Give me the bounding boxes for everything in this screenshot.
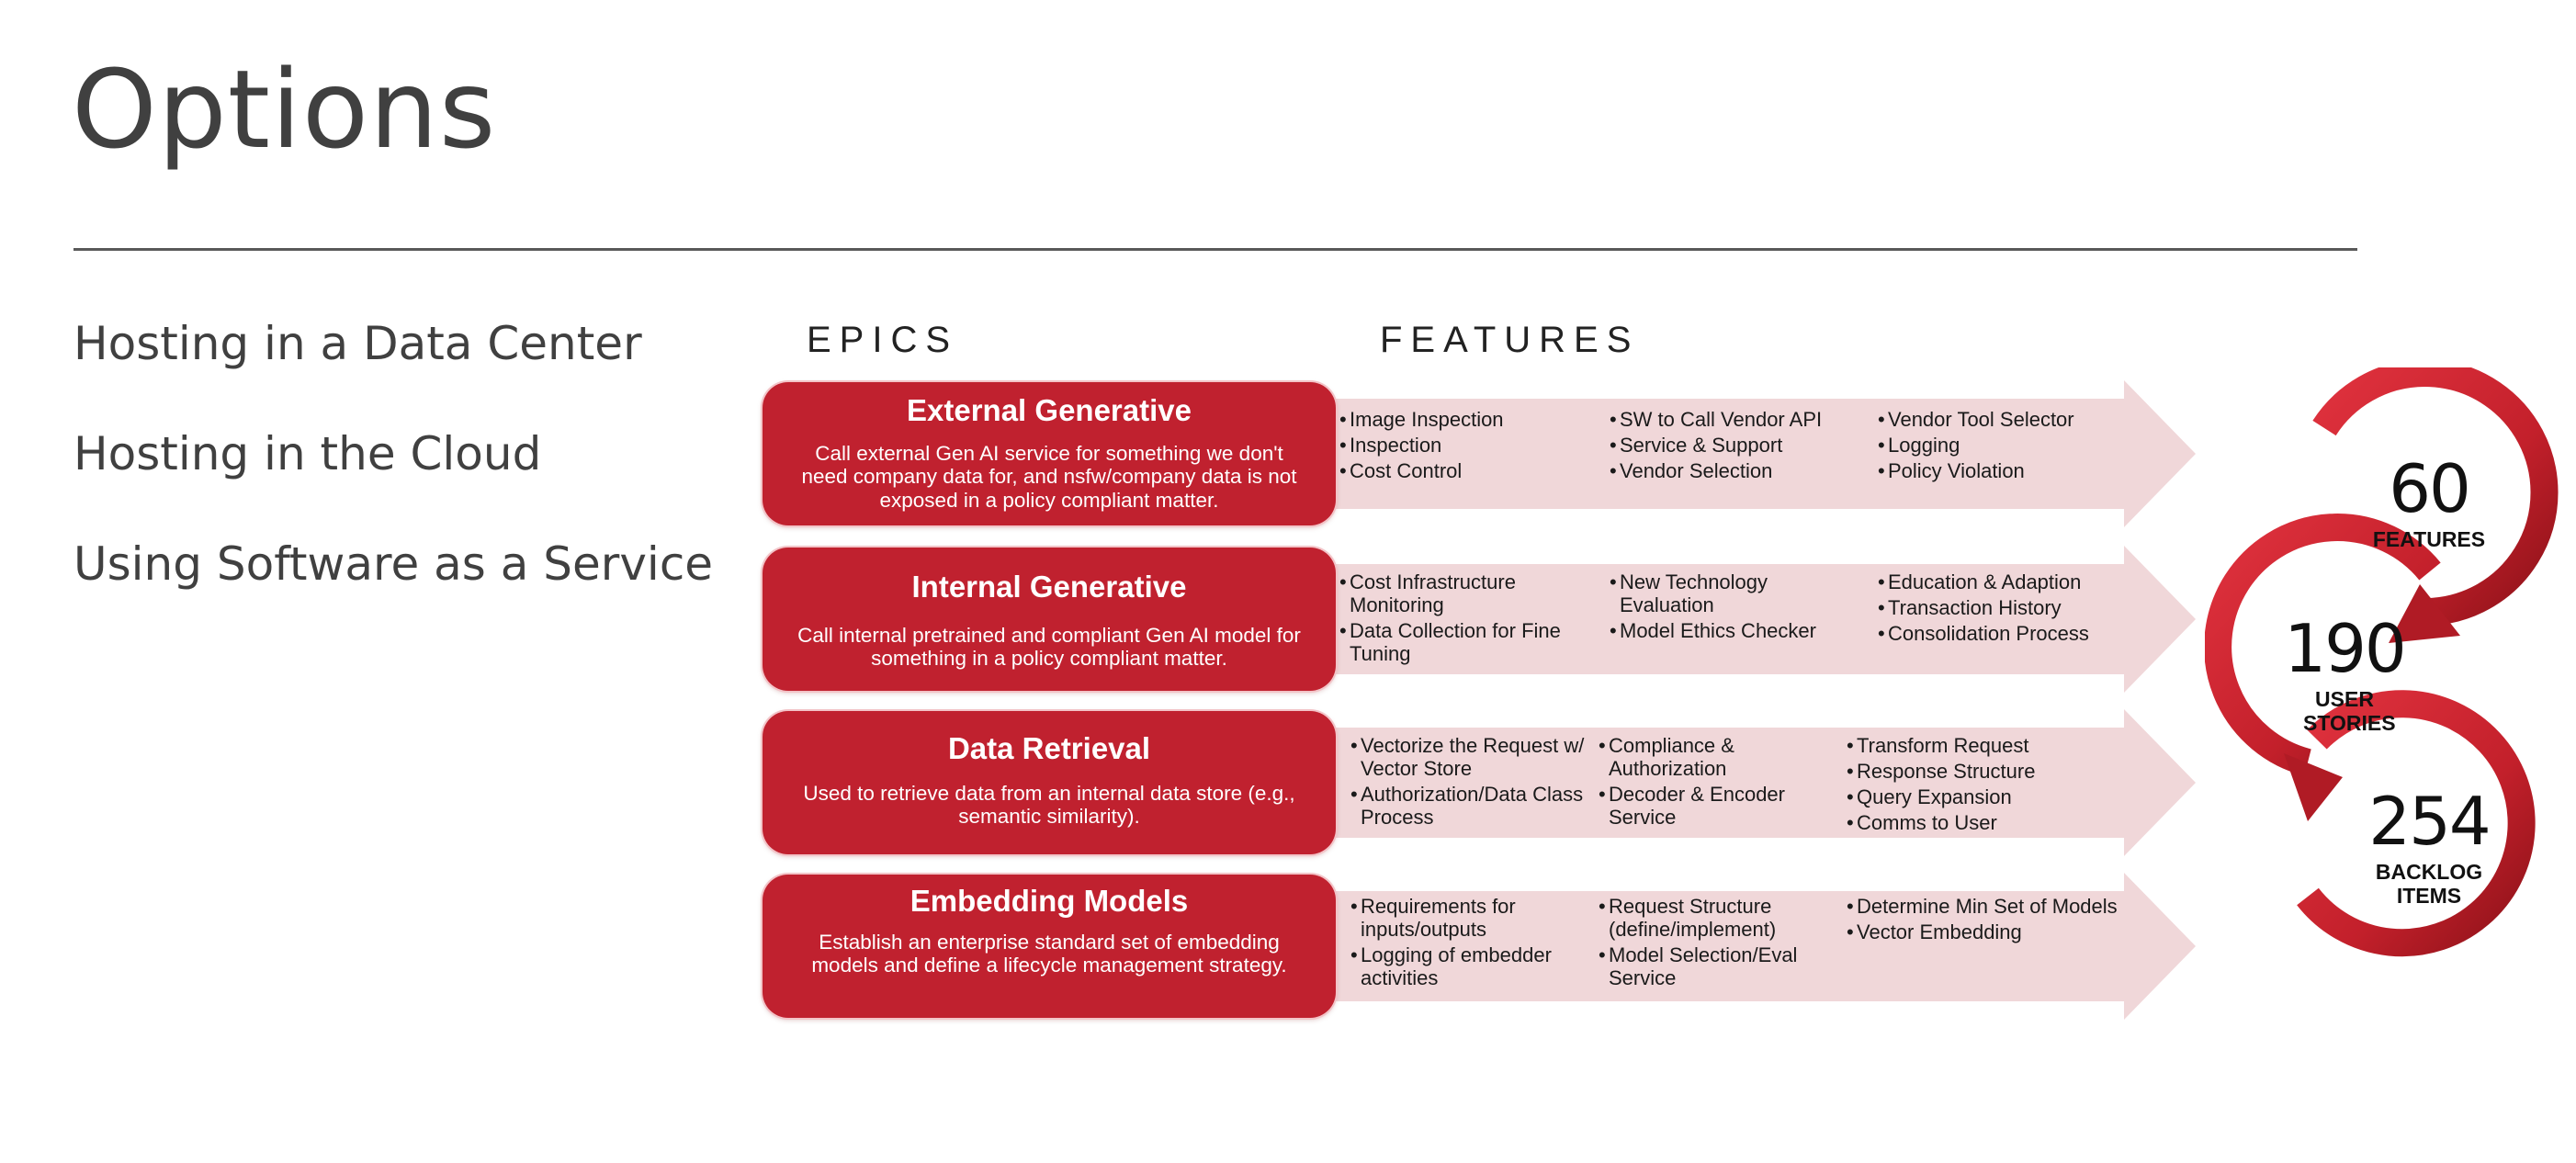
feature-column: Compliance & Authorization Decoder & Enc… bbox=[1599, 734, 1837, 831]
feature-item: Decoder & Encoder Service bbox=[1599, 783, 1837, 829]
options-list: Hosting in a Data Center Hosting in the … bbox=[73, 311, 713, 641]
feature-item: Service & Support bbox=[1610, 434, 1867, 457]
feature-item: Determine Min Set of Models bbox=[1847, 895, 2122, 918]
option-item-data-center: Hosting in a Data Center bbox=[73, 317, 642, 370]
epic-row-internal-generative: Internal Generative Call internal pretra… bbox=[763, 540, 2196, 698]
feature-item: Data Collection for Fine Tuning bbox=[1339, 619, 1587, 665]
title-divider bbox=[73, 248, 2357, 251]
feature-column: Image Inspection Inspection Cost Control bbox=[1339, 408, 1597, 485]
feature-column: SW to Call Vendor API Service & Support … bbox=[1610, 408, 1867, 485]
stat-value: 60 bbox=[2389, 450, 2471, 527]
feature-item: Education & Adaption bbox=[1878, 570, 2126, 593]
epic-description: Call internal pretrained and compliant G… bbox=[797, 623, 1301, 671]
epic-row-external-generative: External Generative Call external Gen AI… bbox=[763, 375, 2196, 533]
feature-column: Education & Adaption Transaction History… bbox=[1878, 570, 2126, 648]
option-item-cloud: Hosting in the Cloud bbox=[73, 427, 542, 480]
feature-item: Vector Embedding bbox=[1847, 920, 2122, 943]
feature-column: Determine Min Set of Models Vector Embed… bbox=[1847, 895, 2122, 946]
epic-title: Data Retrieval bbox=[947, 731, 1151, 765]
feature-item: Response Structure bbox=[1847, 760, 2122, 783]
feature-column: Request Structure (define/implement) Mod… bbox=[1599, 895, 1837, 992]
epic-description: Establish an enterprise standard set of … bbox=[811, 930, 1287, 977]
feature-column: Vendor Tool Selector Logging Policy Viol… bbox=[1878, 408, 2126, 485]
stat-backlog-items: 254 BACKLOG ITEMS bbox=[2337, 788, 2521, 909]
epic-row-data-retrieval: Data Retrieval Used to retrieve data fro… bbox=[763, 704, 2196, 862]
feature-column: Requirements for inputs/outputs Logging … bbox=[1350, 895, 1591, 992]
feature-item: Request Structure (define/implement) bbox=[1599, 895, 1837, 941]
epic-box: Embedding Models Establish an enterprise… bbox=[763, 875, 1336, 1018]
feature-item: Vectorize the Request w/ Vector Store bbox=[1350, 734, 1591, 780]
feature-column: Vectorize the Request w/ Vector Store Au… bbox=[1350, 734, 1591, 831]
feature-item: Policy Violation bbox=[1878, 459, 2126, 482]
stat-features: 60 FEATURES bbox=[2337, 456, 2521, 551]
feature-item: Transform Request bbox=[1847, 734, 2122, 757]
stat-value: 190 bbox=[2284, 610, 2406, 687]
epic-title: External Generative bbox=[907, 393, 1192, 427]
epic-box: Data Retrieval Used to retrieve data fro… bbox=[763, 711, 1336, 854]
feature-item: New Technology Evaluation bbox=[1610, 570, 1848, 616]
feature-item: Model Ethics Checker bbox=[1610, 619, 1848, 642]
feature-item: Vendor Selection bbox=[1610, 459, 1867, 482]
epic-description: Used to retrieve data from an internal d… bbox=[803, 781, 1295, 829]
option-item-saas: Using Software as a Service bbox=[73, 537, 714, 591]
feature-item: Query Expansion bbox=[1847, 785, 2122, 808]
stat-label: FEATURES bbox=[2372, 527, 2486, 551]
feature-item: SW to Call Vendor API bbox=[1610, 408, 1867, 431]
feature-item: Image Inspection bbox=[1339, 408, 1597, 431]
stat-user-stories: 190 USER STORIES bbox=[2253, 615, 2436, 736]
epics-header: EPICS bbox=[807, 320, 959, 360]
feature-item: Comms to User bbox=[1847, 811, 2122, 834]
feature-item: Model Selection/Eval Service bbox=[1599, 943, 1837, 989]
stat-value: 254 bbox=[2368, 783, 2491, 860]
epic-box: Internal Generative Call internal pretra… bbox=[763, 548, 1336, 691]
feature-item: Inspection bbox=[1339, 434, 1597, 457]
stat-label: BACKLOG ITEMS bbox=[2375, 860, 2483, 909]
feature-item: Compliance & Authorization bbox=[1599, 734, 1837, 780]
feature-item: Consolidation Process bbox=[1878, 622, 2126, 645]
stat-label: USER STORIES bbox=[2303, 687, 2396, 736]
feature-item: Cost Control bbox=[1339, 459, 1597, 482]
feature-item: Logging bbox=[1878, 434, 2126, 457]
feature-item: Transaction History bbox=[1878, 596, 2126, 619]
epic-title: Embedding Models bbox=[910, 884, 1189, 918]
feature-column: New Technology Evaluation Model Ethics C… bbox=[1610, 570, 1848, 645]
epic-title: Internal Generative bbox=[911, 570, 1187, 604]
epic-description: Call external Gen AI service for somethi… bbox=[801, 441, 1297, 512]
feature-column: Cost Infrastructure Monitoring Data Coll… bbox=[1339, 570, 1587, 668]
stats-rings bbox=[2205, 367, 2559, 957]
feature-item: Vendor Tool Selector bbox=[1878, 408, 2126, 431]
slide-title: Options bbox=[72, 46, 497, 173]
feature-item: Authorization/Data Class Process bbox=[1350, 783, 1591, 829]
stats-cycle-graphic: 60 FEATURES 190 USER STORIES 254 BACKLOG… bbox=[2205, 367, 2576, 992]
epic-box: External Generative Call external Gen AI… bbox=[763, 382, 1336, 525]
feature-item: Logging of embedder activities bbox=[1350, 943, 1591, 989]
features-header: FEATURES bbox=[1380, 320, 1640, 360]
feature-item: Cost Infrastructure Monitoring bbox=[1339, 570, 1587, 616]
feature-column: Transform Request Response Structure Que… bbox=[1847, 734, 2122, 837]
feature-item: Requirements for inputs/outputs bbox=[1350, 895, 1591, 941]
epic-row-embedding-models: Embedding Models Establish an enterprise… bbox=[763, 867, 2196, 1025]
